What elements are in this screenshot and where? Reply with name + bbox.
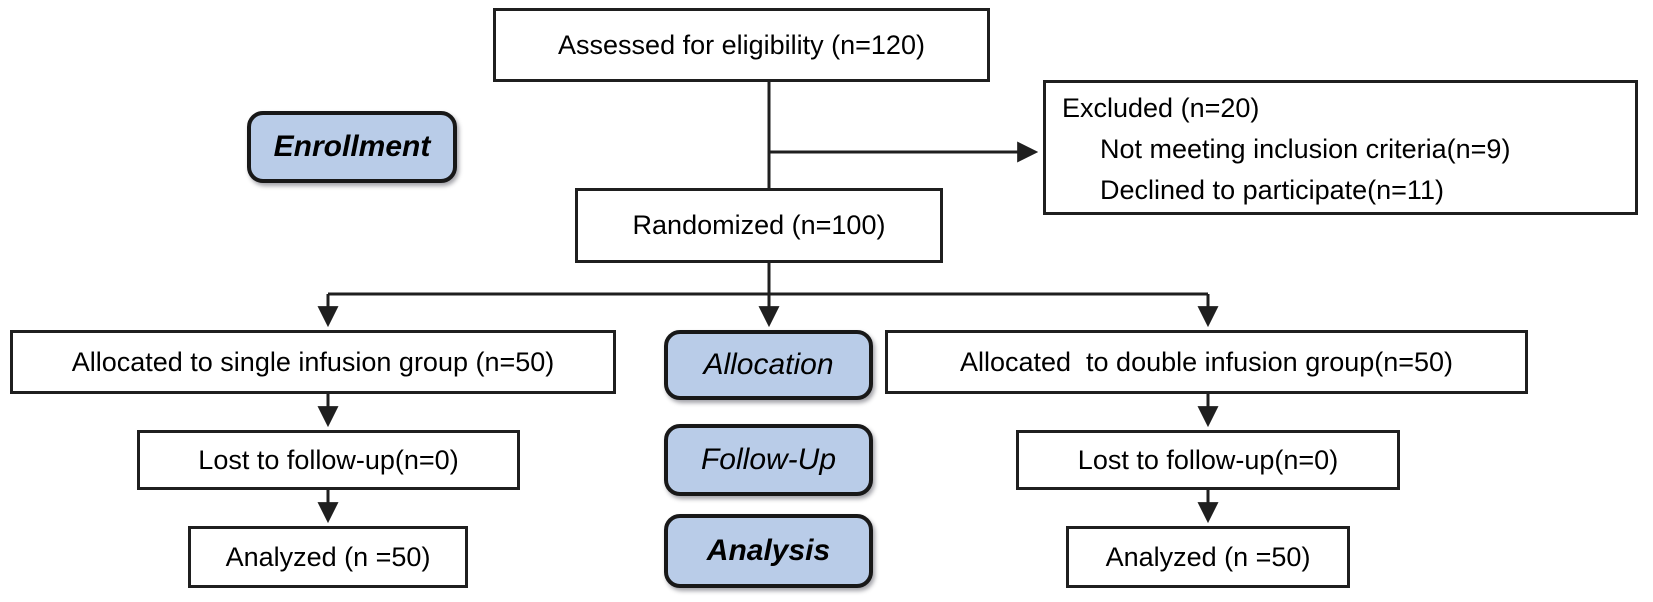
- excluded-title: Excluded (n=20): [1062, 93, 1260, 123]
- lost-followup-double-label: Lost to follow-up(n=0): [1077, 444, 1339, 475]
- enrollment-stage-box: Enrollment: [247, 111, 457, 183]
- allocated-double-infusion-label: Allocated to double infusion group(n=50): [959, 346, 1454, 377]
- followup-stage-box: Follow-Up: [664, 424, 873, 496]
- analysis-stage-label: Analysis: [706, 534, 831, 567]
- analyzed-double-box: Analyzed (n =50): [1066, 526, 1350, 588]
- analyzed-single-label: Analyzed (n =50): [225, 541, 431, 572]
- allocated-single-infusion-label: Allocated to single infusion group (n=50…: [71, 346, 555, 377]
- excluded-reason-1: Not meeting inclusion criteria(n=9): [1100, 134, 1511, 164]
- analysis-stage-box: Analysis: [664, 514, 873, 588]
- allocated-double-infusion-box: Allocated to double infusion group(n=50): [885, 330, 1528, 394]
- randomized-label: Randomized (n=100): [632, 210, 886, 240]
- analyzed-double-label: Analyzed (n =50): [1105, 541, 1311, 572]
- excluded-reason-2: Declined to participate(n=11): [1100, 175, 1444, 205]
- followup-stage-label: Follow-Up: [700, 443, 837, 476]
- analyzed-single-box: Analyzed (n =50): [188, 526, 468, 588]
- excluded-box: Excluded (n=20) Not meeting inclusion cr…: [1043, 80, 1638, 215]
- randomized-box: Randomized (n=100): [575, 188, 943, 263]
- lost-followup-double-box: Lost to follow-up(n=0): [1016, 430, 1400, 490]
- allocated-single-infusion-box: Allocated to single infusion group (n=50…: [10, 330, 616, 394]
- allocation-stage-box: Allocation: [664, 330, 873, 400]
- assessed-eligibility-box: Assessed for eligibility (n=120): [493, 8, 990, 82]
- allocation-stage-label: Allocation: [703, 348, 834, 381]
- assessed-eligibility-label: Assessed for eligibility (n=120): [558, 29, 925, 60]
- enrollment-stage-label: Enrollment: [273, 130, 431, 163]
- lost-followup-single-label: Lost to follow-up(n=0): [198, 444, 459, 475]
- lost-followup-single-box: Lost to follow-up(n=0): [137, 430, 520, 490]
